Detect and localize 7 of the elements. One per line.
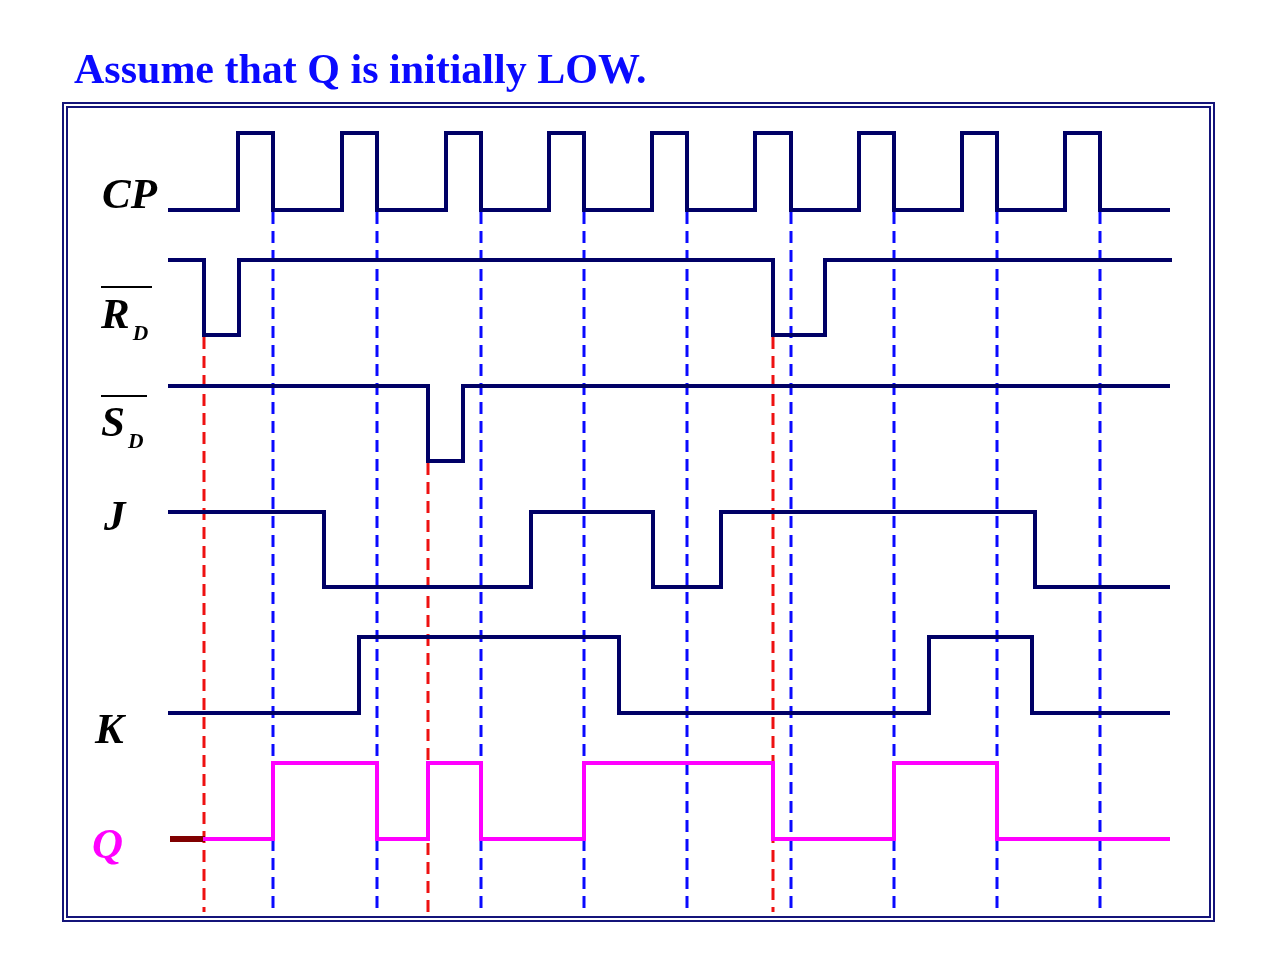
- signal-label: S$_{D}$: [101, 395, 148, 455]
- signal-label: Q: [92, 822, 124, 865]
- signal-label: CP: [102, 172, 157, 215]
- signal-label: R$_{D}$: [101, 286, 153, 347]
- signal-label: J: [104, 494, 126, 537]
- title: Assume that Q is initially LOW.: [74, 47, 647, 90]
- signal-label: K: [95, 707, 124, 750]
